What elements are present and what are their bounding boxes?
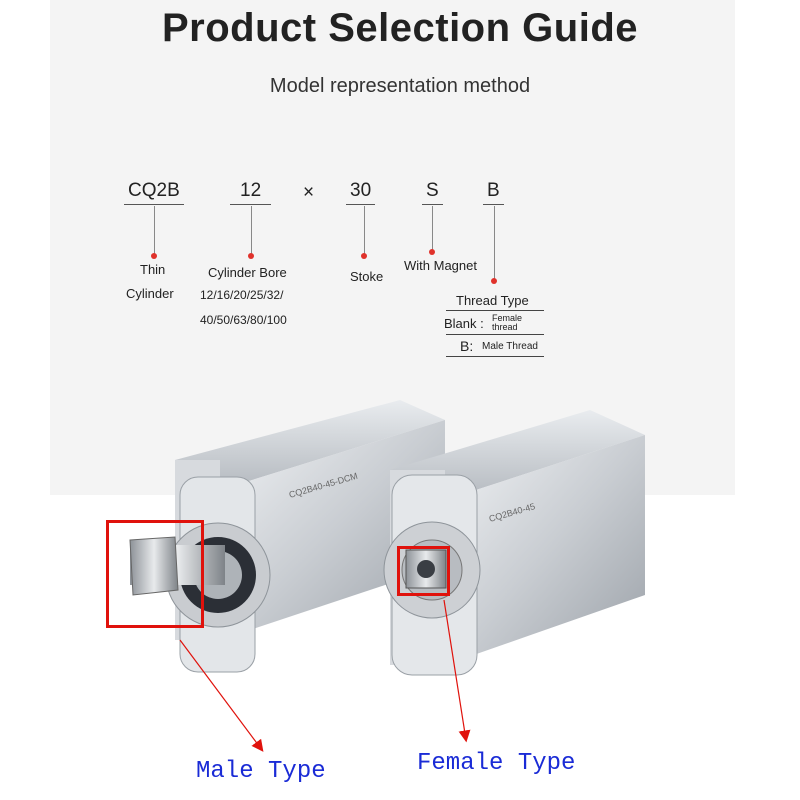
dot-series (151, 253, 157, 259)
label-thin: Thin (140, 262, 166, 277)
code-thread: B (483, 180, 504, 205)
label-bore-values-2: 40/50/63/80/100 (200, 313, 287, 327)
page-subtitle: Model representation method (269, 75, 531, 97)
label-female-thread: Female thread (492, 313, 523, 332)
female-thread-highlight (397, 546, 450, 596)
cylinder-photo: CQ2B40-45-DCM CQ2B40-45 (129, 400, 645, 676)
code-stroke: 30 (346, 180, 376, 205)
code-series: CQ2B (124, 180, 184, 205)
male-type-label: Male Type (196, 758, 326, 785)
connector-series (154, 206, 155, 256)
label-cylinder: Cylinder (126, 286, 174, 301)
male-thread-highlight (106, 520, 204, 628)
label-male-thread: Male Thread (482, 341, 538, 352)
divider-thread-top (446, 310, 544, 311)
code-magnet: S (422, 180, 443, 205)
divider-thread-bottom (446, 356, 544, 357)
page-title: Product Selection Guide (161, 6, 638, 50)
dot-bore (248, 253, 254, 259)
label-stoke: Stoke (350, 269, 384, 284)
label-b-colon: B: (460, 338, 474, 354)
label-with-magnet: With Magnet (404, 258, 477, 273)
code-times: × (303, 182, 315, 203)
female-type-label: Female Type (417, 750, 576, 777)
label-thread-type: Thread Type (456, 293, 529, 308)
dot-thread (491, 278, 497, 284)
dot-stroke (361, 253, 367, 259)
connector-stroke (364, 206, 365, 256)
connector-magnet (432, 206, 433, 252)
label-blank: Blank : (444, 316, 484, 331)
label-cylinder-bore: Cylinder Bore (208, 265, 287, 280)
connector-bore (251, 206, 252, 256)
code-bore: 12 (230, 180, 272, 205)
label-bore-values-1: 12/16/20/25/32/ (200, 288, 284, 302)
connector-thread (494, 206, 495, 281)
divider-thread-mid (446, 334, 544, 335)
dot-magnet (429, 249, 435, 255)
